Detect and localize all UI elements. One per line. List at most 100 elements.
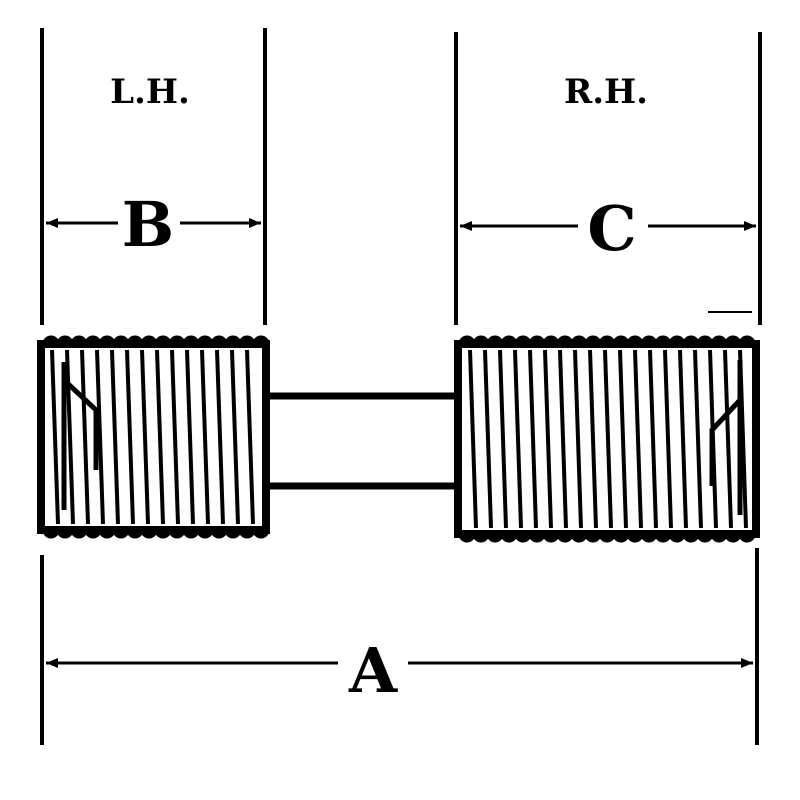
thread-line xyxy=(678,349,688,529)
thread-line xyxy=(633,349,643,529)
thread-crest xyxy=(238,335,256,345)
right-thread-crests-top xyxy=(458,335,756,345)
thread-crest xyxy=(168,335,186,345)
thread-crest xyxy=(56,529,74,539)
thread-crest xyxy=(528,335,546,345)
right-hand-label: R.H. xyxy=(564,72,648,112)
thread-crest xyxy=(696,533,714,543)
thread-crest xyxy=(542,335,560,345)
thread-line xyxy=(573,349,583,529)
thread-line xyxy=(215,349,225,525)
thread-line xyxy=(95,349,105,525)
thread-crest xyxy=(486,533,504,543)
thread-crest xyxy=(682,533,700,543)
right-threaded-body xyxy=(454,335,760,543)
thread-crest xyxy=(500,533,518,543)
thread-crest xyxy=(458,533,476,543)
thread-crest xyxy=(626,335,644,345)
thread-crest xyxy=(584,533,602,543)
thread-crest xyxy=(696,335,714,345)
thread-crest xyxy=(126,335,144,345)
right-thread-crests-bottom xyxy=(458,533,756,543)
thread-crest xyxy=(154,529,172,539)
center-shaft xyxy=(262,392,458,490)
thread-crest xyxy=(252,335,270,345)
thread-crest xyxy=(472,335,490,345)
thread-crest xyxy=(724,533,742,543)
thread-line xyxy=(80,349,90,525)
thread-line xyxy=(185,349,195,525)
thread-crest xyxy=(668,533,686,543)
thread-crest xyxy=(112,335,130,345)
thread-line xyxy=(543,349,553,529)
thread-crest xyxy=(224,529,242,539)
left-thread-lines xyxy=(50,349,255,525)
thread-crest xyxy=(640,335,658,345)
thread-crest xyxy=(238,529,256,539)
thread-line xyxy=(588,349,598,529)
thread-line xyxy=(663,349,673,529)
thread-crest xyxy=(514,533,532,543)
thread-line xyxy=(245,349,255,525)
thread-crest xyxy=(500,335,518,345)
thread-crest xyxy=(668,335,686,345)
left-thread-crests-top xyxy=(42,335,270,345)
thread-crest xyxy=(252,529,270,539)
dimension-b-label: B xyxy=(122,188,174,261)
left-threaded-body xyxy=(37,335,270,539)
thread-crest xyxy=(182,529,200,539)
thread-line xyxy=(528,349,538,529)
thread-crest xyxy=(682,335,700,345)
thread-crest xyxy=(724,335,742,345)
left-hand-label: L.H. xyxy=(110,72,190,112)
thread-crest xyxy=(140,529,158,539)
thread-line xyxy=(155,349,165,525)
thread-crest xyxy=(56,335,74,345)
thread-crest xyxy=(472,533,490,543)
thread-crest xyxy=(584,335,602,345)
thread-crest xyxy=(42,529,60,539)
thread-line xyxy=(603,349,613,529)
thread-crest xyxy=(84,335,102,345)
dimension-a: A xyxy=(46,634,753,707)
right-thread-lines xyxy=(468,349,748,529)
thread-line xyxy=(50,349,60,525)
thread-crest xyxy=(612,335,630,345)
thread-crest xyxy=(224,335,242,345)
thread-crest xyxy=(640,533,658,543)
thread-crest xyxy=(196,335,214,345)
thread-crest xyxy=(98,529,116,539)
thread-line xyxy=(230,349,240,525)
thread-crest xyxy=(126,529,144,539)
thread-crest xyxy=(528,533,546,543)
thread-crest xyxy=(112,529,130,539)
thread-crest xyxy=(738,335,756,345)
thread-crest xyxy=(84,529,102,539)
thread-crest xyxy=(570,335,588,345)
thread-line xyxy=(618,349,628,529)
thread-crest xyxy=(654,533,672,543)
thread-crest xyxy=(210,529,228,539)
thread-line xyxy=(140,349,150,525)
thread-line xyxy=(468,349,478,529)
thread-crest xyxy=(154,335,172,345)
thread-crest xyxy=(710,335,728,345)
thread-crest xyxy=(612,533,630,543)
dimension-a-label: A xyxy=(348,634,398,707)
thread-crest xyxy=(486,335,504,345)
shaft-body xyxy=(262,396,458,486)
thread-line xyxy=(558,349,568,529)
thread-line xyxy=(200,349,210,525)
thread-crest xyxy=(70,335,88,345)
thread-crest xyxy=(196,529,214,539)
thread-crest xyxy=(710,533,728,543)
left-thread-crests-bottom xyxy=(42,529,270,539)
thread-crest xyxy=(598,335,616,345)
left-end-chamfer-mark xyxy=(61,362,99,510)
thread-crest xyxy=(542,533,560,543)
thread-crest xyxy=(556,533,574,543)
thread-line xyxy=(170,349,180,525)
thread-line xyxy=(498,349,508,529)
